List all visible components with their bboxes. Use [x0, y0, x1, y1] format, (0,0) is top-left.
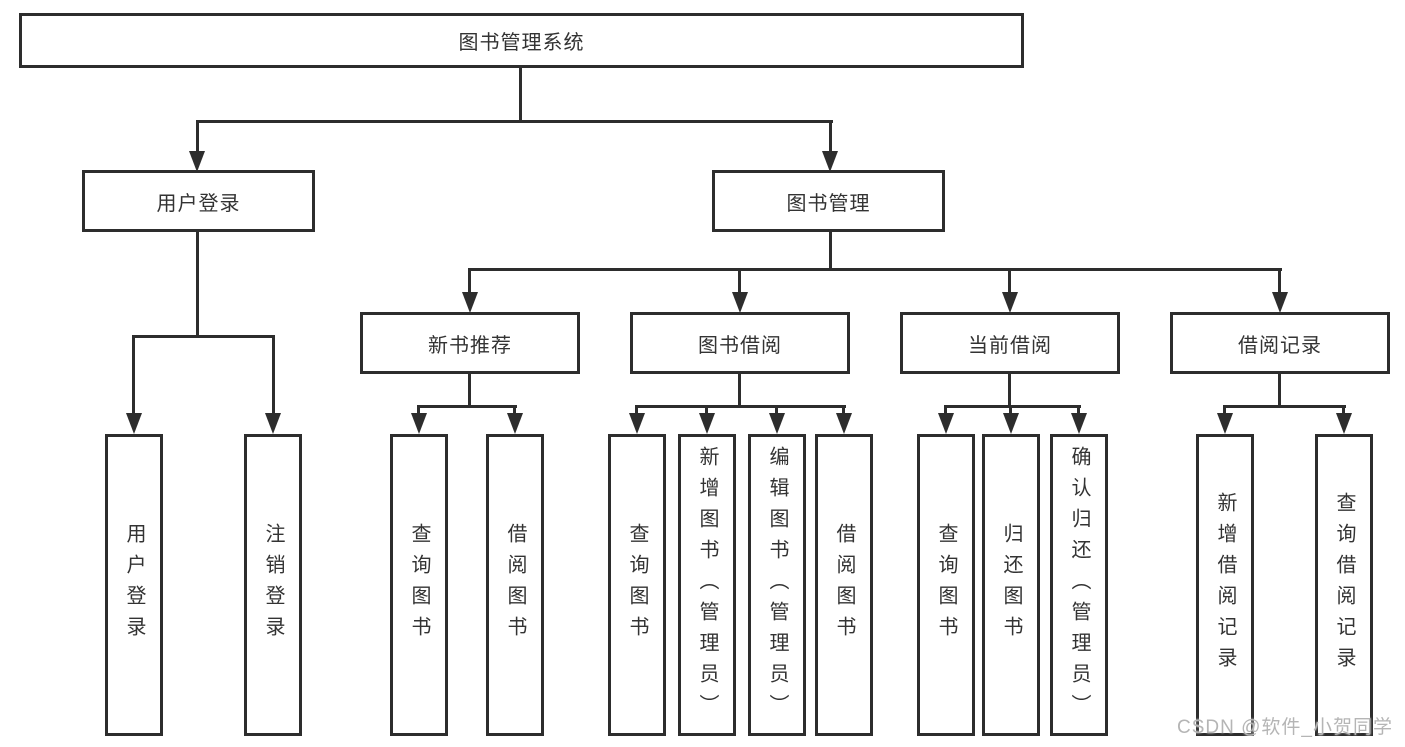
- connector-mgmt-rail: [468, 268, 1282, 271]
- node-label: 用户登录: [156, 192, 241, 215]
- node-current-borrowing: 当前借阅: [900, 312, 1120, 374]
- leaf-label: 归还图书: [1000, 523, 1022, 647]
- leaf-label: 编辑图书（管理员）: [766, 445, 788, 725]
- connector-sec0-leaf0: [417, 405, 420, 416]
- arrow-down-icon: [1002, 292, 1018, 313]
- connector-sec0-rail: [417, 405, 517, 408]
- connector-sec1-leaf1: [705, 405, 708, 416]
- connector-sec0-leaf1: [513, 405, 516, 416]
- arrow-down-icon: [822, 151, 838, 172]
- arrow-down-icon: [1071, 413, 1087, 434]
- arrow-down-icon: [126, 413, 142, 434]
- connector-to-logout-leaf: [272, 335, 275, 415]
- connector-sec3-leaf1: [1342, 405, 1345, 416]
- leaf-query-books-current: 查询图书: [917, 434, 975, 736]
- arrow-down-icon: [1003, 413, 1019, 434]
- connector-sec3-rail: [1223, 405, 1346, 408]
- leaf-label: 新增图书（管理员）: [696, 445, 718, 725]
- node-label: 借阅记录: [1238, 334, 1322, 357]
- leaf-query-borrow-record: 查询借阅记录: [1315, 434, 1373, 736]
- leaf-label: 新增借阅记录: [1214, 492, 1236, 678]
- node-label: 当前借阅: [968, 334, 1052, 357]
- leaf-add-borrow-record: 新增借阅记录: [1196, 434, 1254, 736]
- connector-sec3-leaf0: [1223, 405, 1226, 416]
- connector-sec2-leaf2: [1077, 405, 1080, 416]
- node-user-login: 用户登录: [82, 170, 315, 232]
- arrow-down-icon: [732, 292, 748, 313]
- arrow-down-icon: [629, 413, 645, 434]
- connector-sec2-leaf0: [944, 405, 947, 416]
- node-book-borrowing: 图书借阅: [630, 312, 850, 374]
- connector-sec2-leaf1: [1009, 405, 1012, 416]
- leaf-edit-books-admin: 编辑图书（管理员）: [748, 434, 806, 736]
- node-book-management: 图书管理: [712, 170, 945, 232]
- arrow-down-icon: [699, 413, 715, 434]
- connector-sec1-leaf3: [842, 405, 845, 416]
- arrow-down-icon: [265, 413, 281, 434]
- leaf-confirm-return-admin: 确认归还（管理员）: [1050, 434, 1108, 736]
- connector-sec2-stem: [1008, 374, 1011, 407]
- leaf-label: 用户登录: [123, 523, 145, 647]
- arrow-down-icon: [1272, 292, 1288, 313]
- leaf-borrow-books: 借阅图书: [815, 434, 873, 736]
- node-library-management-system: 图书管理系统: [19, 13, 1024, 68]
- arrow-down-icon: [462, 292, 478, 313]
- connector-user-stem: [196, 232, 199, 338]
- connector-to-user-login-leaf: [132, 335, 135, 415]
- connector-to-current-borrow: [1008, 268, 1011, 295]
- watermark: CSDN @软件_小贺同学: [1177, 717, 1393, 738]
- arrow-down-icon: [507, 413, 523, 434]
- connector-mgmt-stem: [829, 232, 832, 270]
- arrow-down-icon: [938, 413, 954, 434]
- node-borrowing-records: 借阅记录: [1170, 312, 1390, 374]
- connector-sec1-leaf0: [635, 405, 638, 416]
- node-label: 图书管理系统: [458, 32, 585, 54]
- leaf-query-books-recommend: 查询图书: [390, 434, 448, 736]
- arrow-down-icon: [769, 413, 785, 434]
- connector-root-stem: [519, 68, 522, 122]
- arrow-down-icon: [836, 413, 852, 434]
- connector-sec1-stem: [738, 374, 741, 407]
- connector-root-rail: [196, 120, 833, 123]
- leaf-label: 借阅图书: [833, 523, 855, 647]
- leaf-return-books: 归还图书: [982, 434, 1040, 736]
- connector-to-user-login: [196, 120, 199, 154]
- node-label: 图书管理: [786, 192, 871, 215]
- leaf-label: 注销登录: [262, 523, 284, 647]
- leaf-label: 查询图书: [935, 523, 957, 647]
- leaf-user-login: 用户登录: [105, 434, 163, 736]
- connector-to-book-mgmt: [829, 120, 832, 154]
- node-new-book-recommend: 新书推荐: [360, 312, 580, 374]
- leaf-borrow-books-recommend: 借阅图书: [486, 434, 544, 736]
- arrow-down-icon: [1217, 413, 1233, 434]
- leaf-logout: 注销登录: [244, 434, 302, 736]
- leaf-add-books-admin: 新增图书（管理员）: [678, 434, 736, 736]
- leaf-label: 查询图书: [408, 523, 430, 647]
- connector-to-book-borrow: [738, 268, 741, 295]
- leaf-label: 借阅图书: [504, 523, 526, 647]
- connector-sec2-rail: [944, 405, 1081, 408]
- connector-user-rail: [132, 335, 275, 338]
- arrow-down-icon: [1336, 413, 1352, 434]
- arrow-down-icon: [411, 413, 427, 434]
- leaf-label: 查询图书: [626, 523, 648, 647]
- leaf-query-books: 查询图书: [608, 434, 666, 736]
- connector-to-new-book: [468, 268, 471, 295]
- node-label: 新书推荐: [428, 334, 512, 357]
- leaf-label: 查询借阅记录: [1333, 492, 1355, 678]
- node-label: 图书借阅: [698, 334, 782, 357]
- arrow-down-icon: [189, 151, 205, 172]
- leaf-label: 确认归还（管理员）: [1068, 445, 1090, 725]
- connector-sec3-stem: [1278, 374, 1281, 407]
- connector-sec1-rail: [635, 405, 846, 408]
- connector-sec1-leaf2: [775, 405, 778, 416]
- connector-sec0-stem: [468, 374, 471, 407]
- connector-to-borrow-record: [1278, 268, 1281, 295]
